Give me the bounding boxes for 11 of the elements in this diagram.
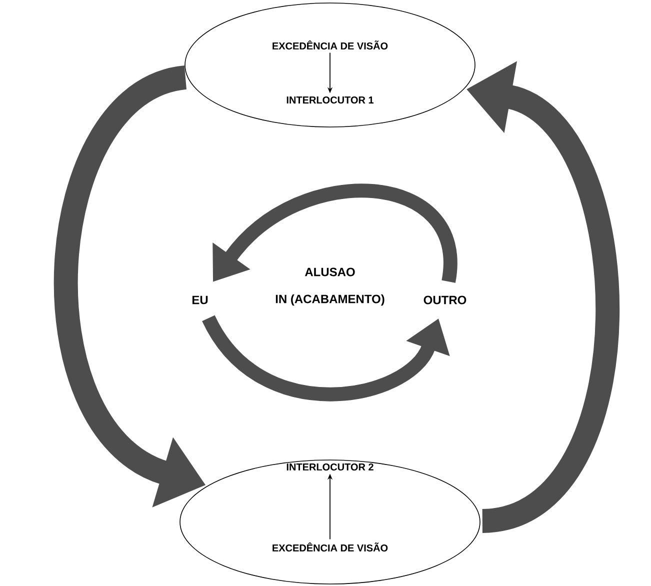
node-text: OUTRO [424,296,466,304]
node-text: EXCEDÊNCIA DE VISÃO [272,542,388,552]
ellipse-shape [180,460,480,584]
node-text: INTERLOCUTOR 2 [286,463,374,471]
curved-arrow [212,184,458,282]
ellipse-shape [184,2,476,128]
center-label: IN (ACABAMENTO) [276,294,384,306]
node-text: INTERLOCUTOR 1 [286,96,374,104]
node-text: EXCEDÊNCIA DE VISÃO [272,40,388,50]
center-label: ALUSAO [304,268,355,276]
node-text: EU [192,296,208,304]
